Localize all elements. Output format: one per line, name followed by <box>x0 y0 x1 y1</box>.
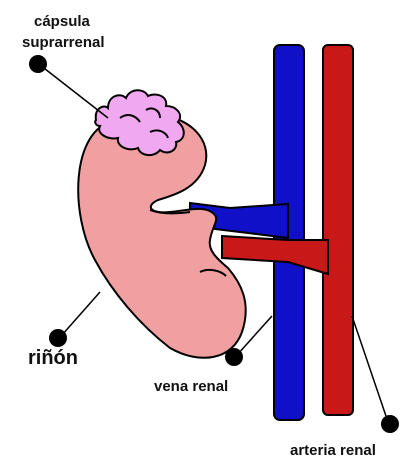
kidney-label: riñón <box>28 347 78 369</box>
vein-dot <box>225 348 243 366</box>
adrenal-label-line1: cápsula <box>34 13 91 30</box>
kidney-dot <box>49 329 67 347</box>
adrenal-dot <box>29 55 47 73</box>
artery-leader-line <box>352 316 388 422</box>
renal-vein-label: vena renal <box>154 378 228 395</box>
artery-dot <box>381 415 399 433</box>
renal-artery-label: arteria renal <box>290 442 376 459</box>
adrenal-label-line2: suprarrenal <box>22 34 105 51</box>
kidney-leader-line <box>62 292 100 335</box>
aorta <box>323 45 353 415</box>
adrenal-leader-line <box>40 65 108 118</box>
